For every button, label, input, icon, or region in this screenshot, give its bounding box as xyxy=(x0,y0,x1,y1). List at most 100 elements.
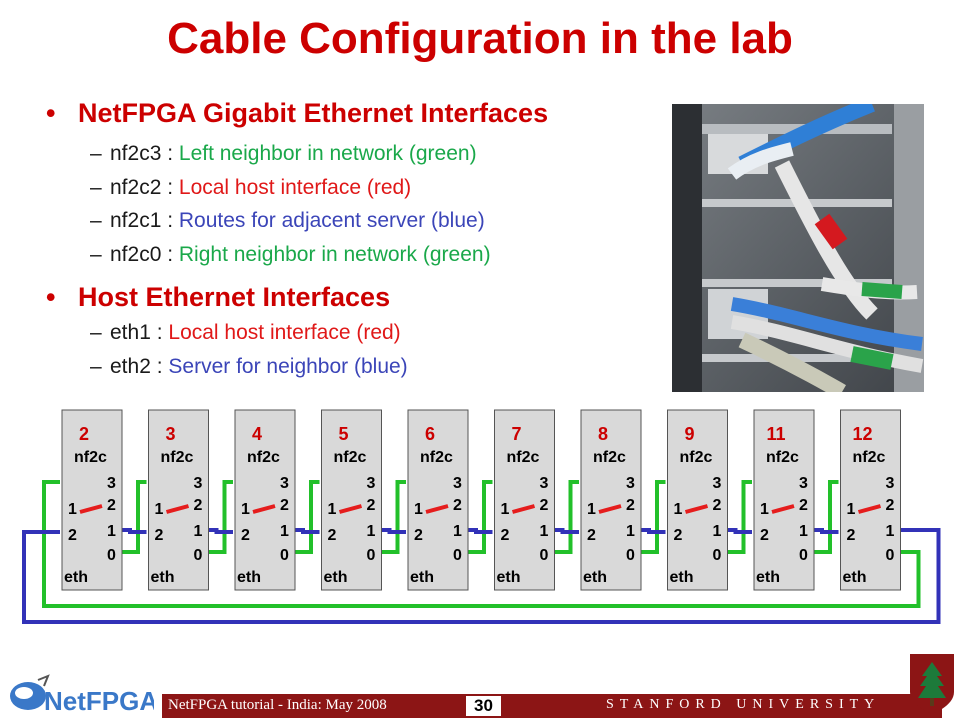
nf-port-label: 0 xyxy=(713,547,722,564)
node-number: 2 xyxy=(79,424,89,444)
eth-label: eth xyxy=(670,569,694,586)
cable-diagram: 2nf2c321012eth3nf2c321012eth4nf2c321012e… xyxy=(22,409,941,624)
eth-port-label: 2 xyxy=(414,527,423,544)
nf-port-label: 0 xyxy=(453,547,462,564)
node-box xyxy=(667,409,728,591)
eth-port-label: 1 xyxy=(760,501,769,518)
eth-port-label: 1 xyxy=(847,501,856,518)
green-cable xyxy=(466,480,493,554)
nf-port-label: 1 xyxy=(886,523,895,540)
blue-cable xyxy=(120,528,147,534)
eth-label: eth xyxy=(410,569,434,586)
footer-bar xyxy=(162,694,942,718)
cable-photo xyxy=(672,104,924,392)
nf-port-label: 1 xyxy=(626,523,635,540)
green-cable xyxy=(206,480,233,554)
nf2c-label: nf2c xyxy=(507,449,540,466)
eth-port-label: 1 xyxy=(674,501,683,518)
node-number: 3 xyxy=(165,424,175,444)
nf-port-label: 2 xyxy=(886,497,895,514)
page-number: 30 xyxy=(466,696,501,716)
node-box xyxy=(321,409,382,591)
bullet-dot: • xyxy=(46,282,56,312)
eth-port-label: 2 xyxy=(760,527,769,544)
red-cable xyxy=(252,504,276,514)
nf-port-label: 1 xyxy=(799,523,808,540)
green-cable xyxy=(552,480,579,554)
nf2c-label: nf2c xyxy=(420,449,453,466)
red-cable xyxy=(684,504,709,514)
node-box xyxy=(407,409,469,591)
footer-tutorial-text: NetFPGA tutorial - India: May 2008 xyxy=(168,697,387,713)
nf2c-label: nf2c xyxy=(853,449,886,466)
nf2c-label: nf2c xyxy=(334,449,367,466)
red-cable xyxy=(338,504,363,514)
nf-port-label: 3 xyxy=(367,475,376,492)
eth-port-label: 2 xyxy=(847,527,856,544)
nf-port-label: 3 xyxy=(799,475,808,492)
nf-port-label: 1 xyxy=(453,523,462,540)
bullet-heading: NetFPGA Gigabit Ethernet Interfaces xyxy=(78,98,549,128)
nf2c-label: nf2c xyxy=(593,449,626,466)
nf-port-label: 0 xyxy=(626,547,635,564)
nf-port-label: 1 xyxy=(280,523,289,540)
node-number: 7 xyxy=(511,424,521,444)
node-number: 4 xyxy=(252,424,262,444)
node-number: 9 xyxy=(684,424,694,444)
nf-port-label: 3 xyxy=(540,475,549,492)
nf-port-label: 1 xyxy=(540,523,549,540)
blue-cable xyxy=(466,528,493,534)
blue-cable xyxy=(379,528,406,534)
nf-port-label: 3 xyxy=(453,475,462,492)
nf2c-label: nf2c xyxy=(766,449,799,466)
green-cable xyxy=(639,480,666,554)
list-item-nf2c0: –nf2c0 : Right neighbor in network (gree… xyxy=(90,243,491,266)
node-box xyxy=(234,409,296,591)
eth-label: eth xyxy=(151,569,175,586)
nf-port-label: 3 xyxy=(626,475,635,492)
nf-port-label: 3 xyxy=(194,475,203,492)
eth-label: eth xyxy=(497,569,521,586)
blue-cable xyxy=(293,528,320,534)
stanford-logo xyxy=(910,654,954,714)
red-cable xyxy=(165,504,190,514)
node-number: 11 xyxy=(766,424,785,444)
nf2c-label: nf2c xyxy=(680,449,713,466)
nf-port-label: 1 xyxy=(194,523,203,540)
eth-port-label: 2 xyxy=(155,527,164,544)
nf2c-label: nf2c xyxy=(161,449,194,466)
node-box xyxy=(840,409,901,591)
node-box xyxy=(753,409,815,591)
red-cable xyxy=(425,504,449,514)
blue-cable xyxy=(206,528,233,534)
nf-port-label: 3 xyxy=(107,475,116,492)
eth-port-label: 1 xyxy=(328,501,337,518)
red-cable xyxy=(857,504,882,514)
node-number: 6 xyxy=(425,424,435,444)
eth-port-label: 1 xyxy=(587,501,596,518)
eth-port-label: 1 xyxy=(414,501,423,518)
cable-photo-illustration xyxy=(672,104,924,392)
green-cable xyxy=(812,480,839,554)
nf-port-label: 0 xyxy=(799,547,808,564)
eth-label: eth xyxy=(324,569,348,586)
eth-label: eth xyxy=(64,569,88,586)
blue-cable xyxy=(639,528,666,534)
green-cable xyxy=(725,480,752,554)
eth-label: eth xyxy=(583,569,607,586)
red-cable xyxy=(771,504,795,514)
bullet-dot: • xyxy=(46,98,56,128)
blue-cable xyxy=(552,528,579,534)
node-number: 5 xyxy=(338,424,348,444)
nf-port-label: 2 xyxy=(453,497,462,514)
nf-port-label: 3 xyxy=(713,475,722,492)
node-number: 8 xyxy=(598,424,608,444)
netfpga-logo: NetFPGA xyxy=(10,674,154,716)
green-loop-cable xyxy=(42,480,921,608)
green-cable xyxy=(120,480,147,554)
netfpga-logo-icon xyxy=(10,674,50,710)
red-cable xyxy=(598,504,622,514)
nf2c-label: nf2c xyxy=(74,449,107,466)
eth-port-label: 2 xyxy=(501,527,510,544)
nf-port-label: 2 xyxy=(540,497,549,514)
